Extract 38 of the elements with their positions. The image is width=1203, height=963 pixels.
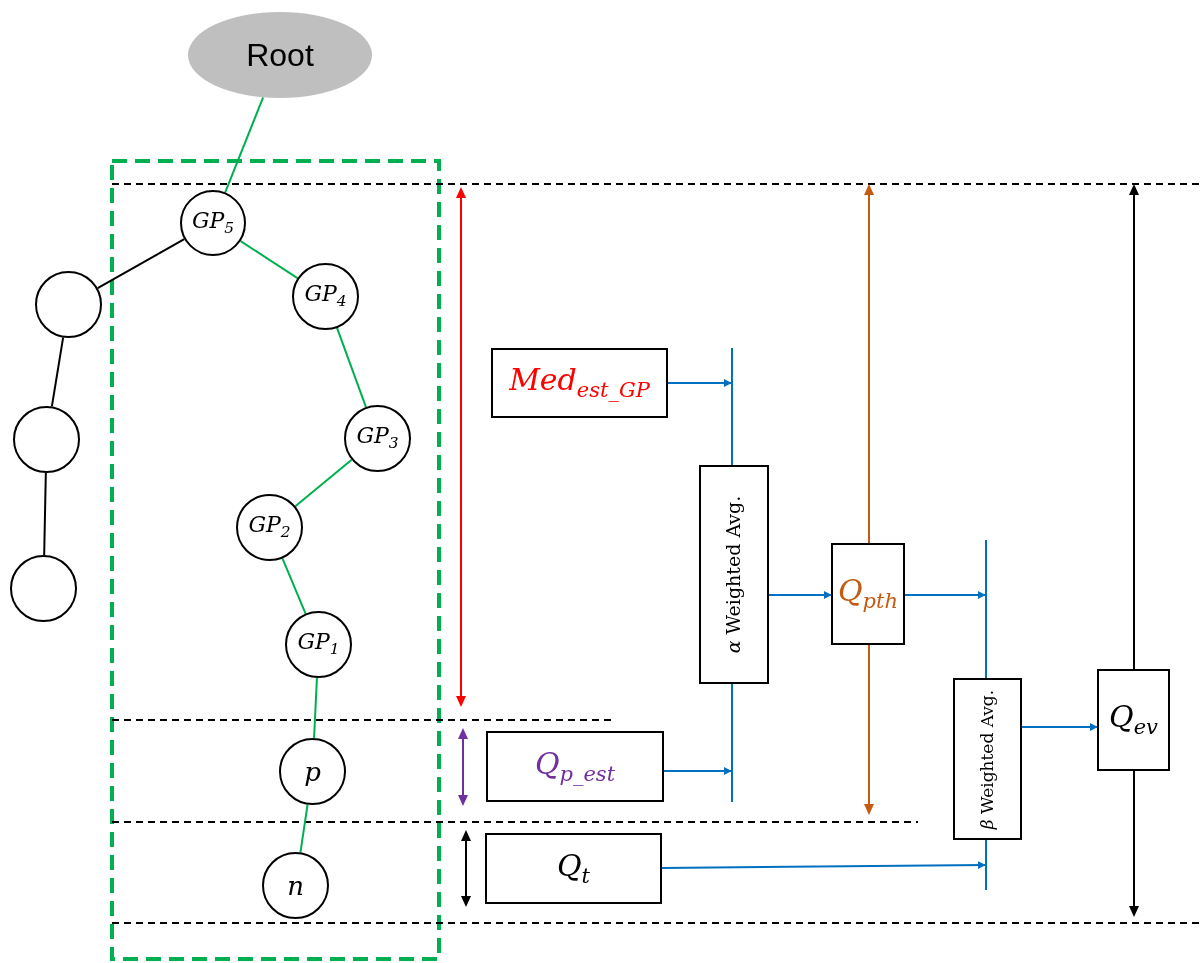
arrow (661, 861, 986, 870)
tree-link (336, 326, 367, 409)
math-label: GP$_{4}$ (304, 283, 347, 310)
weighted-average-box (699, 465, 769, 684)
value-box (485, 833, 662, 904)
arrow (663, 767, 732, 775)
math-label: Q$_{t}$ (556, 850, 591, 887)
math-label: Q$_{pth}$ (838, 576, 898, 612)
weighted-average-box (953, 678, 1022, 840)
math-label: Q$_{p_est}$ (534, 748, 616, 785)
tree-link (299, 803, 309, 854)
arrow (768, 591, 832, 599)
tree-link (239, 240, 299, 280)
math-label: GP$_{1}$ (297, 631, 340, 658)
math-label: Q$_{ev}$ (1109, 702, 1158, 738)
math-label: p (304, 758, 321, 785)
tree-link (43, 472, 47, 556)
root-label: Root (246, 39, 314, 71)
tree-link (281, 557, 307, 615)
tree-link (224, 96, 265, 194)
arrow (667, 379, 732, 387)
box-label: α Weighted Avg. (724, 495, 744, 654)
value-box (831, 543, 905, 645)
tree-link (50, 336, 65, 408)
math-label: n (287, 872, 304, 899)
value-box (486, 731, 664, 802)
arrow (1021, 723, 1098, 731)
value-box (491, 348, 668, 418)
box-label: β Weighted Avg. (979, 689, 996, 829)
math-label: GP$_{2}$ (248, 514, 291, 541)
tree-link (313, 676, 318, 740)
value-box (1097, 669, 1170, 771)
math-label: GP$_{3}$ (356, 425, 399, 452)
math-label: Med$_{est_GP}$ (509, 365, 650, 401)
math-label: GP$_{5}$ (191, 209, 235, 237)
arrow (904, 591, 986, 599)
tree-link (96, 238, 186, 290)
tree-link (294, 458, 353, 508)
